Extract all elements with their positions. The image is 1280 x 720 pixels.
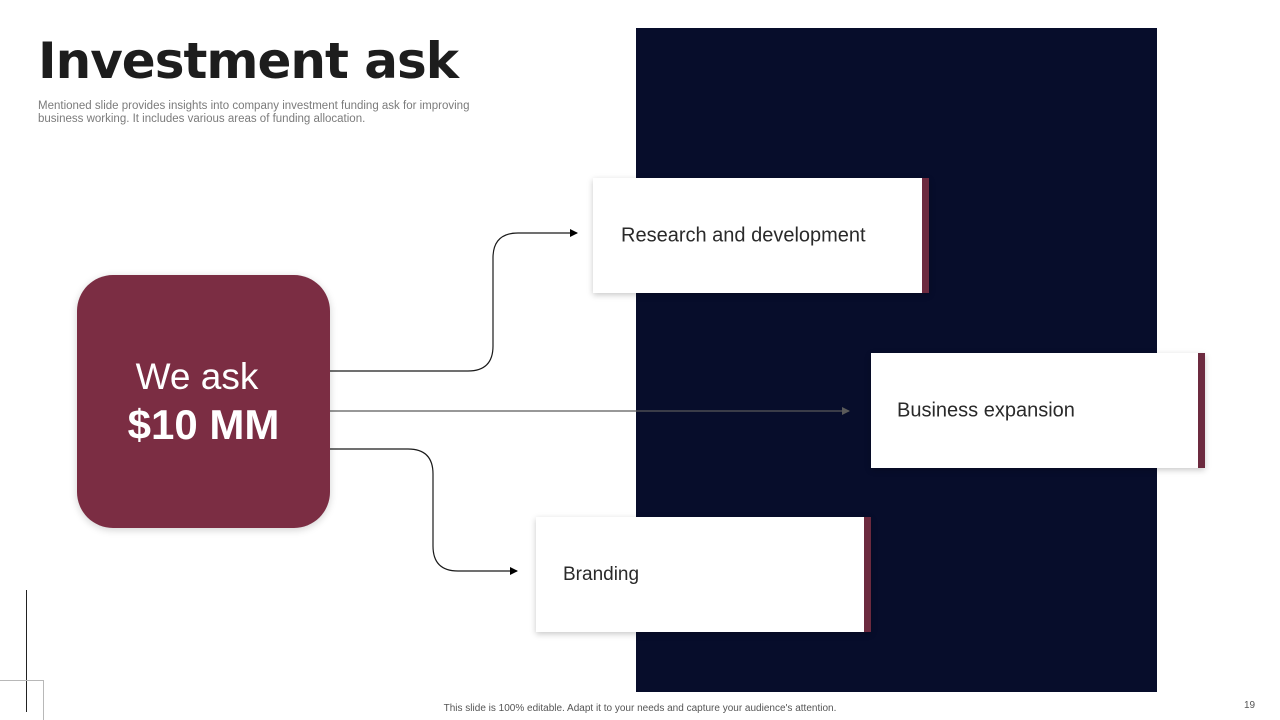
connector-to-research <box>330 229 578 372</box>
allocation-label: Branding <box>563 563 640 585</box>
ask-label: We ask <box>135 356 259 397</box>
allocation-card-expansion: Business expansion <box>871 353 1205 468</box>
corner-frame <box>0 680 44 720</box>
page-subtitle: Mentioned slide provides insights into c… <box>38 100 470 125</box>
page-number: 19 <box>1244 700 1256 711</box>
footer-note: This slide is 100% editable. Adapt it to… <box>443 703 837 714</box>
ask-amount: $10 MM <box>127 401 280 448</box>
corner-divider-line <box>26 590 27 712</box>
connector-to-branding <box>330 448 518 575</box>
allocation-label: Research and development <box>621 224 866 246</box>
allocation-card-branding: Branding <box>536 517 871 632</box>
page-title: Investment ask <box>38 32 459 90</box>
allocation-card-research: Research and development <box>593 178 929 293</box>
allocation-label: Business expansion <box>897 399 1075 421</box>
ask-box: We ask $10 MM <box>77 275 330 528</box>
